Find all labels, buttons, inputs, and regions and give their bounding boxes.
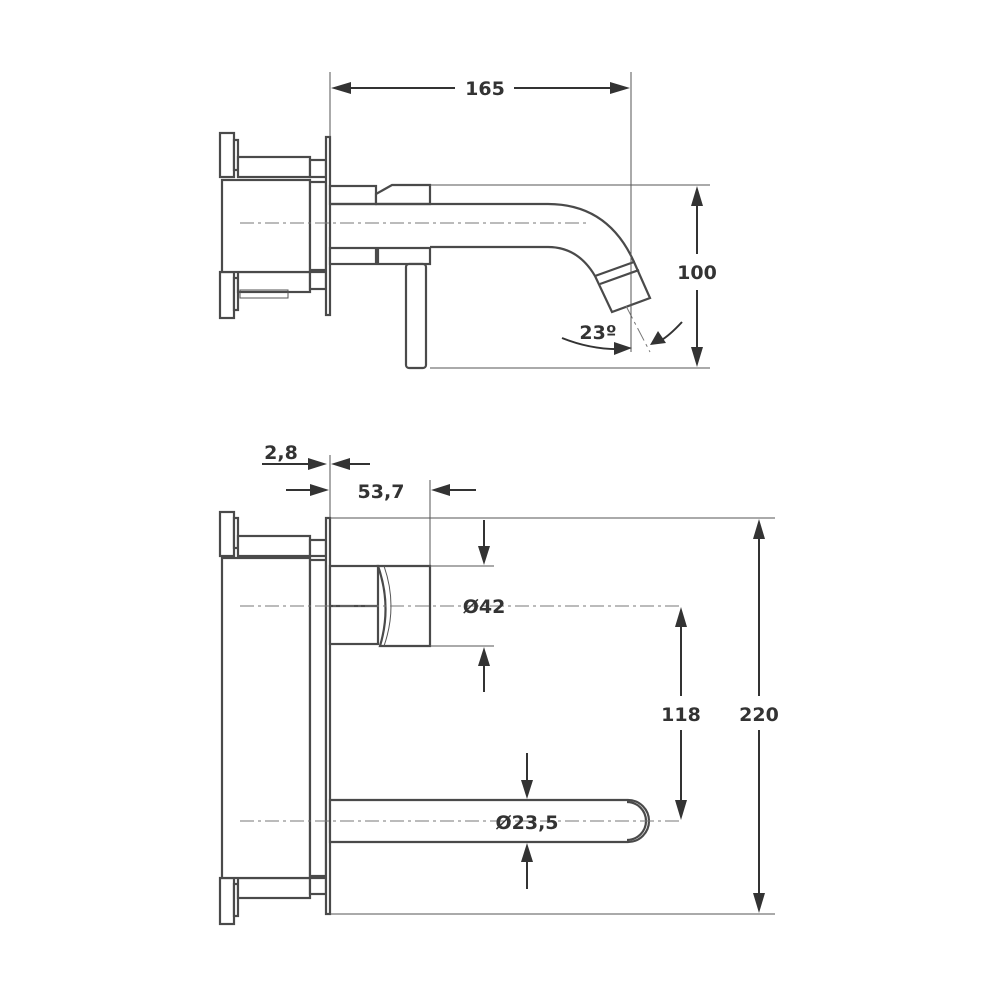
top-valve-housing [220, 178, 312, 274]
top-view: 165 100 23º [218, 72, 717, 370]
dimension-220: 220 [739, 519, 779, 913]
dimension-100: 100 [677, 186, 717, 367]
dim-label-165: 165 [465, 78, 505, 100]
top-spout-upper-edge [330, 202, 636, 263]
dimension-angle-23: 23º [561, 321, 683, 355]
top-wall-plate [324, 135, 332, 317]
front-view: 2,8 53,7 Ø42 Ø23,5 [218, 442, 779, 926]
top-handle-body-upper [328, 184, 378, 206]
dim-label-53-7: 53,7 [358, 481, 405, 503]
dim-label-23: 23º [579, 322, 616, 344]
front-wall-plate [324, 516, 332, 916]
top-flange-lower [218, 270, 328, 320]
dim-label-diameter-23-5: Ø23,5 [495, 812, 558, 834]
dimension-165: 165 [331, 78, 630, 100]
dimension-53-7: 53,7 [286, 481, 476, 503]
top-handle-body-lower [328, 246, 378, 266]
front-housing-collar [308, 558, 328, 878]
dim-label-diameter-42: Ø42 [463, 596, 506, 618]
dim-label-118: 118 [661, 704, 701, 726]
top-screw-detail [239, 289, 289, 299]
dimension-2-8: 2,8 [262, 442, 370, 470]
top-lever [404, 262, 428, 370]
dimension-118: 118 [661, 607, 701, 820]
dimension-diameter-23-5: Ø23,5 [495, 753, 559, 889]
dim-label-220: 220 [739, 704, 779, 726]
front-flange-upper [218, 510, 328, 558]
top-spout-lower-edge [430, 245, 596, 277]
top-handle-ring [376, 246, 432, 266]
top-handle-cap [374, 183, 432, 206]
top-aerator-axis [625, 305, 651, 353]
dim-label-2-8: 2,8 [264, 442, 298, 464]
top-aerator [593, 260, 652, 314]
front-flange-lower [218, 876, 328, 926]
dimension-diameter-42: Ø42 [463, 520, 506, 692]
top-housing-collar [308, 180, 328, 272]
dim-label-100: 100 [677, 262, 717, 284]
front-spout [328, 798, 651, 844]
top-flange-upper [218, 131, 328, 179]
